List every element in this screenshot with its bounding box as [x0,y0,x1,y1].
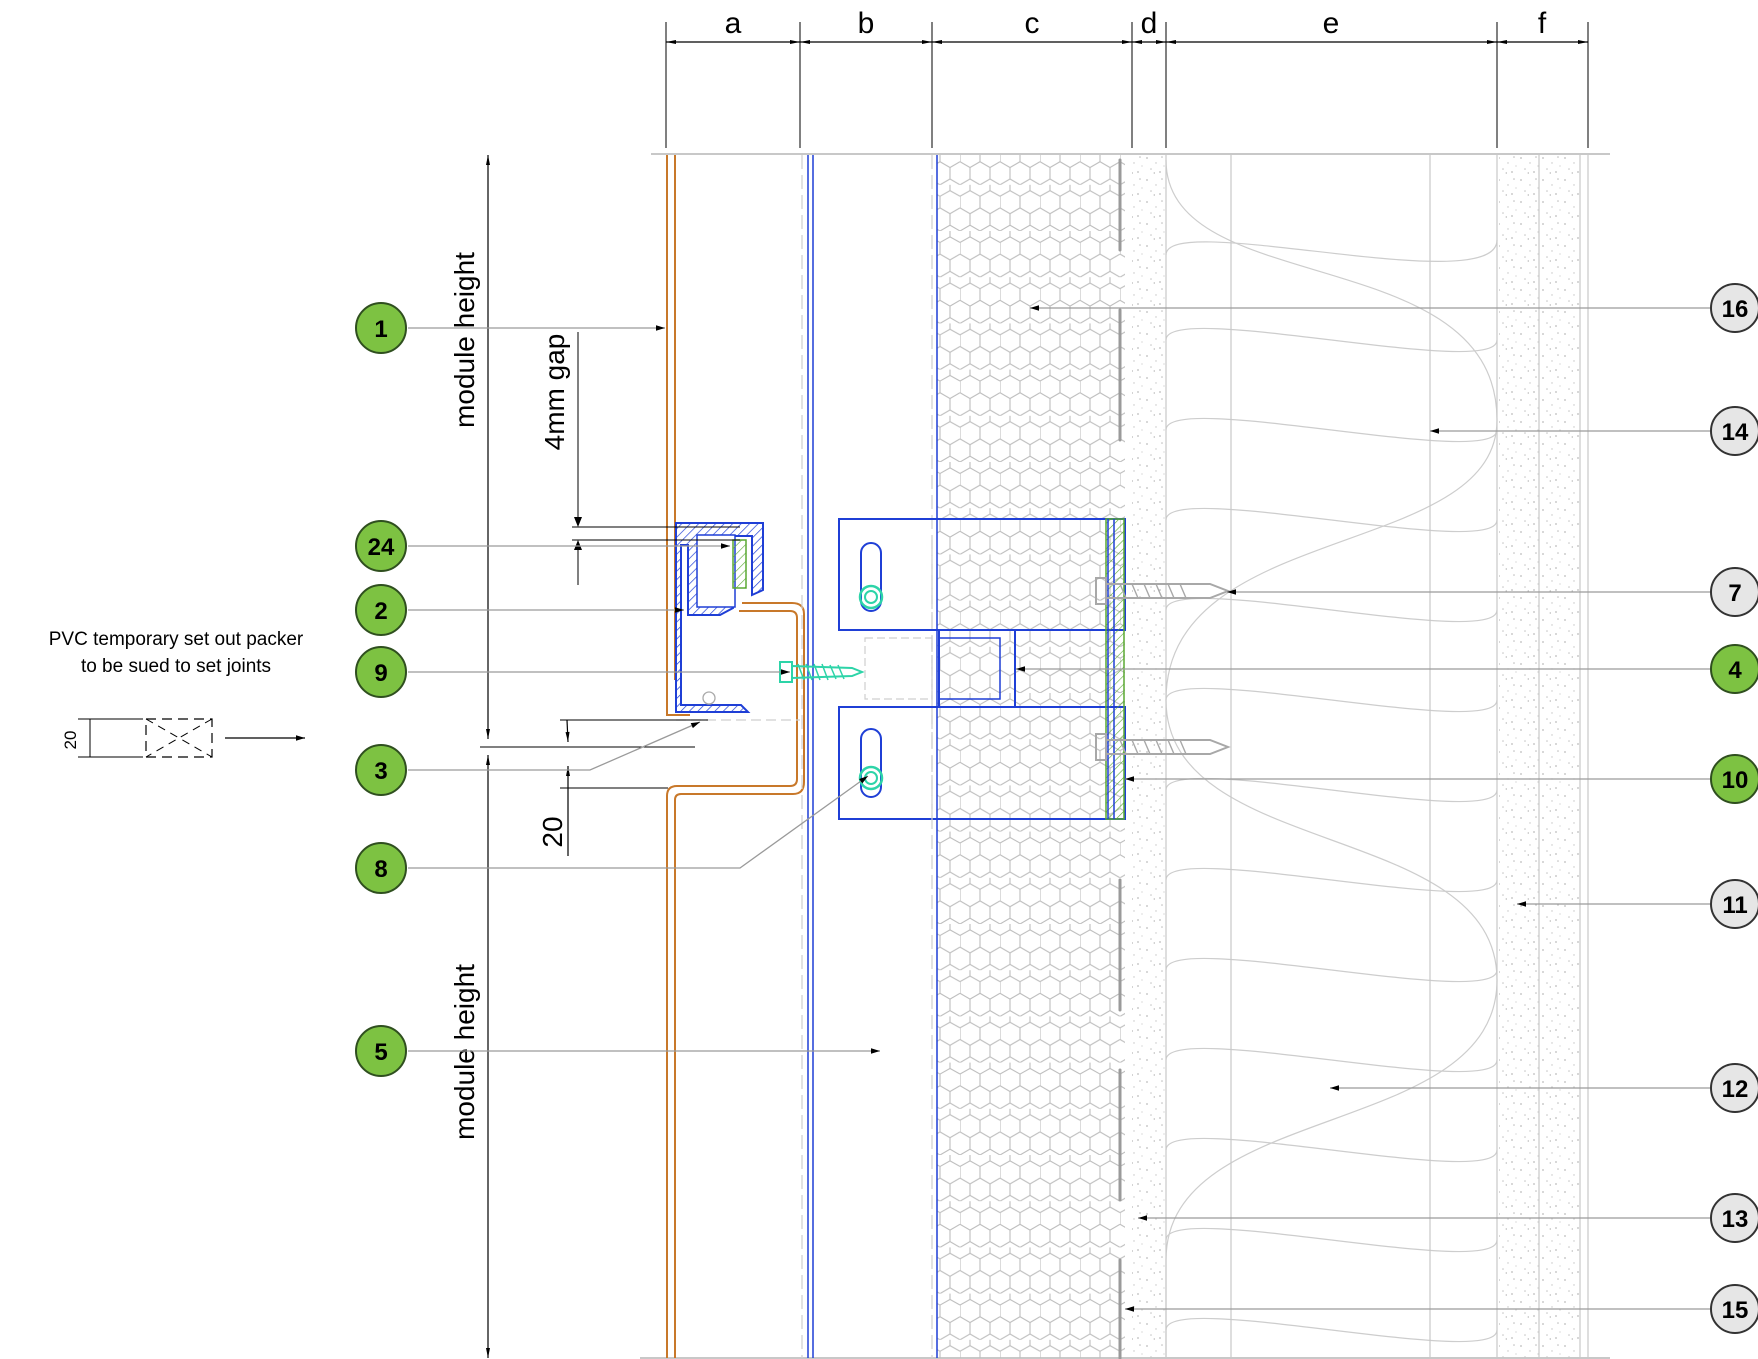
svg-text:24: 24 [368,534,395,561]
svg-text:7: 7 [1728,580,1741,607]
callout-16: 16 [1710,283,1758,333]
column-label-f: f [1538,7,1547,40]
cladding-panels [666,155,805,1358]
svg-text:12: 12 [1722,1076,1749,1103]
wall-anchors [1095,577,1231,761]
wall-brackets [838,518,1126,820]
self-drilling-screw [779,661,865,683]
bolt-upper [858,584,884,610]
upper-cladding-panel [666,155,690,716]
module-height-upper-label: module height [449,252,480,428]
callout-15: 15 [1710,1284,1758,1334]
insulation-layer-c [937,155,1125,1358]
callout-3: 3 [355,744,407,796]
callout-11: 11 [1710,879,1758,929]
callouts-left: 1 24 2 9 3 8 5 [355,302,407,1077]
svg-text:10: 10 [1722,767,1749,794]
column-label-e: e [1323,7,1340,40]
svg-text:15: 15 [1722,1297,1749,1324]
svg-text:8: 8 [374,856,387,883]
packer-note-line2: to be sued to set joints [81,656,271,677]
bolt-lower [858,765,884,791]
wall-layers [640,153,1610,1359]
svg-text:1: 1 [374,316,387,343]
column-label-a: a [725,7,742,40]
callout-8: 8 [355,842,407,894]
twenty-dimension-label: 20 [537,816,568,847]
left-leaders [408,325,880,1054]
gap-dimension-label: 4mm gap [539,334,570,451]
pvc-packer-detail: PVC temporary set out packer to be sued … [49,629,305,758]
svg-text:3: 3 [374,758,387,785]
module-height-lower-label: module height [449,964,480,1140]
svg-text:14: 14 [1722,419,1749,446]
callout-10: 10 [1710,754,1758,804]
left-dimensions: module height module height 4mm gap 20 [449,155,740,1358]
callout-1: 1 [355,302,407,354]
render-layer-d [1132,155,1166,1358]
callout-24: 24 [355,520,407,572]
svg-text:5: 5 [374,1039,387,1066]
callout-14: 14 [1710,406,1758,456]
mineral-wool-layer-e [1165,159,1498,1358]
callout-13: 13 [1710,1193,1758,1243]
callout-4: 4 [1710,644,1758,694]
column-label-c: c [1025,7,1040,40]
callout-7: 7 [1710,567,1758,617]
column-label-b: b [858,7,875,40]
svg-text:11: 11 [1722,892,1747,919]
svg-text:13: 13 [1722,1206,1749,1233]
hanger-extrusion [675,522,800,721]
svg-text:4: 4 [1728,657,1742,684]
svg-text:2: 2 [374,598,387,625]
callout-5: 5 [355,1025,407,1077]
packer-symbol [145,718,213,758]
board-layer-f [1499,155,1579,1358]
packer-twenty-label: 20 [61,731,80,750]
right-leaders [1016,305,1710,1312]
column-label-d: d [1141,7,1158,40]
callout-12: 12 [1710,1063,1758,1113]
vertical-rails [801,155,938,1358]
svg-text:9: 9 [374,660,387,687]
callouts-right: 16 14 7 4 10 11 12 13 [1710,283,1758,1334]
dimension-chain: a b c d e f [665,7,1589,148]
lower-cladding-panel [666,610,798,1358]
packer-note-line1: PVC temporary set out packer [49,629,304,650]
callout-2: 2 [355,584,407,636]
callout-9: 9 [355,646,407,698]
svg-text:16: 16 [1722,296,1749,323]
